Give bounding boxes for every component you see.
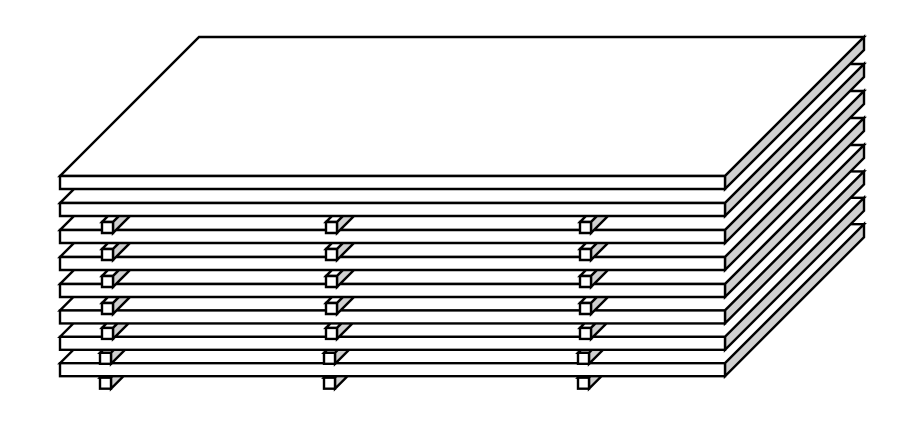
sticker-end-face	[578, 326, 593, 341]
sticker-end-face	[576, 376, 591, 390]
sticker-end-face	[324, 301, 339, 316]
sticker-end-face	[578, 274, 593, 289]
sticker-end-face	[324, 326, 339, 341]
sticker-end-face	[98, 376, 113, 390]
sticker-end-face	[322, 351, 337, 365]
board-front-face	[58, 228, 727, 245]
sticker-end-face	[100, 220, 115, 235]
sticker-end-face	[324, 247, 339, 262]
sticker-end-face	[100, 326, 115, 341]
board-top-face	[57, 35, 867, 178]
board-front-face	[58, 255, 727, 272]
sticker-end-face	[578, 220, 593, 235]
sticker-end-face	[100, 274, 115, 289]
board-front-face	[58, 282, 727, 299]
sticker-end-face	[100, 247, 115, 262]
sticker-end-face	[324, 274, 339, 289]
board-front-face	[58, 362, 727, 378]
sticker-end-face	[324, 220, 339, 235]
board-front-face	[58, 335, 727, 351]
sticker-end-face	[98, 351, 113, 365]
board-front-face	[58, 174, 727, 191]
sticker-end-face	[100, 301, 115, 316]
sticker-end-face	[578, 247, 593, 262]
sticker-end-face	[322, 376, 337, 390]
board-front-face	[58, 309, 727, 325]
sticker-end-face	[576, 351, 591, 365]
board-front-face	[58, 201, 727, 218]
board	[57, 34, 867, 192]
sticker-end-face	[578, 301, 593, 316]
